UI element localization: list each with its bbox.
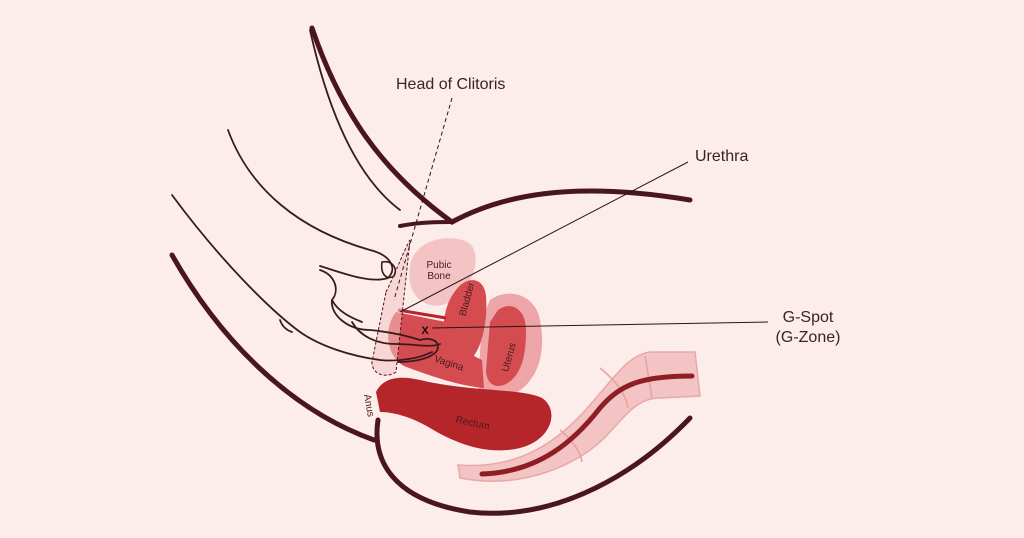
clitoris-callout-line xyxy=(393,97,453,301)
g-spot-callout-line xyxy=(431,321,769,329)
colon-tube xyxy=(457,351,701,482)
head-of-clitoris-label: Head of Clitoris xyxy=(396,76,505,93)
hand-illustration xyxy=(171,29,441,363)
g-spot-marker: X xyxy=(421,325,429,337)
pubic-bone-label-1: Pubic xyxy=(426,260,451,271)
pubic-bone-label-2: Bone xyxy=(427,271,451,282)
lower-belly-fold xyxy=(398,220,454,228)
colon-segment-3 xyxy=(559,429,583,463)
buttock-outline xyxy=(374,415,693,516)
fingernail xyxy=(380,260,397,279)
rectum xyxy=(376,377,552,451)
g-zone-label: (G-Zone) xyxy=(776,329,841,346)
colon-inner-line xyxy=(479,373,695,477)
anus-label: Anus xyxy=(361,393,376,417)
thigh-outline xyxy=(169,252,377,443)
urethra-label: Urethra xyxy=(695,148,748,165)
g-spot-label: G-Spot xyxy=(783,309,834,326)
urethra-callout-line xyxy=(399,161,689,313)
vagina xyxy=(388,312,484,388)
colon-segment-1 xyxy=(599,367,629,409)
urethra-channel xyxy=(397,308,447,320)
belly-outline xyxy=(309,25,693,225)
